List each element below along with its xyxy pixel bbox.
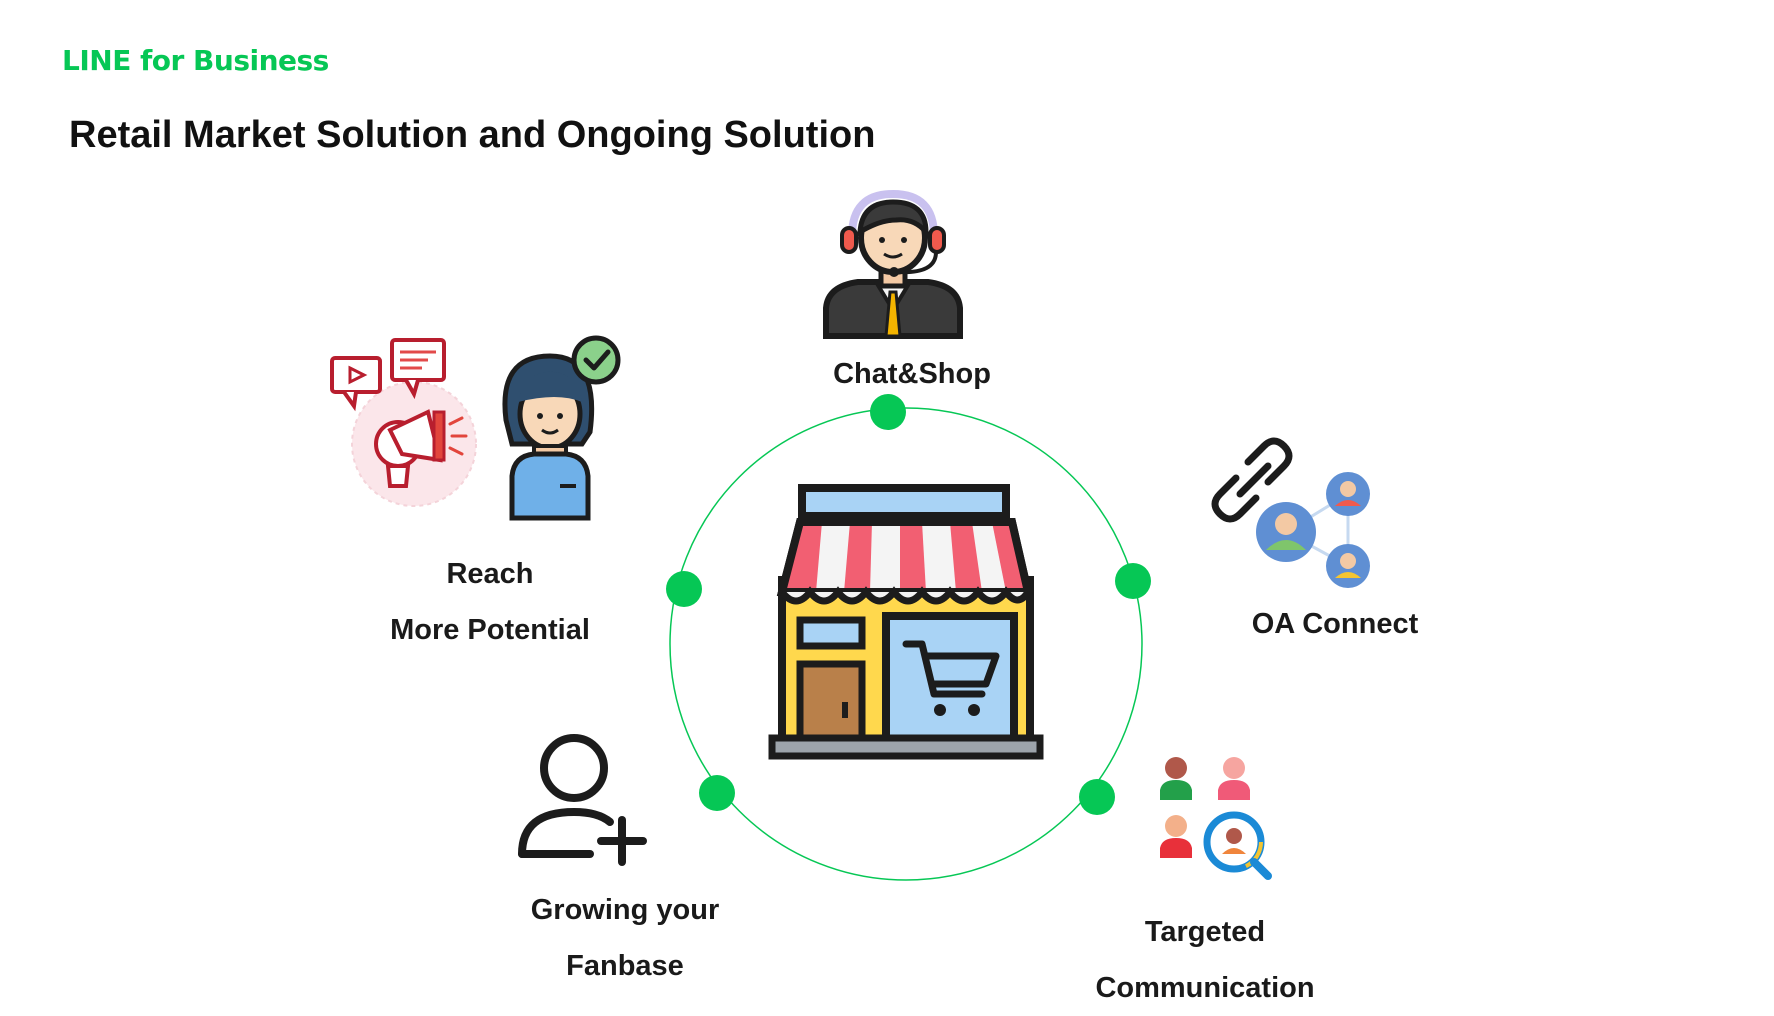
- node-label-targeted-communication: Targeted Communication: [1095, 916, 1315, 1004]
- audience-search-icon: [1160, 757, 1272, 880]
- ring-node-dot: [1115, 563, 1151, 599]
- node-label-oa-connect: OA Connect: [1251, 608, 1419, 640]
- node-label-chat-shop: Chat&Shop: [833, 358, 991, 390]
- brand-logo: LINE for Business: [62, 44, 329, 77]
- link-network-icon: [1211, 437, 1370, 588]
- ring-node-dot: [666, 571, 702, 607]
- customer-service-agent-icon: [823, 189, 963, 339]
- marketing-megaphone-icon: [330, 335, 621, 521]
- page-title: Retail Market Solution and Ongoing Solut…: [69, 114, 876, 156]
- ring-node-dot: [870, 394, 906, 430]
- node-label-reach-potential: Reach More Potential: [390, 558, 590, 646]
- ring-node-dot: [1079, 779, 1115, 815]
- node-label-growing-fanbase: Growing your Fanbase: [530, 894, 720, 982]
- store-icon: [768, 484, 1044, 760]
- ring-node-dot: [699, 775, 735, 811]
- add-user-icon: [518, 734, 647, 866]
